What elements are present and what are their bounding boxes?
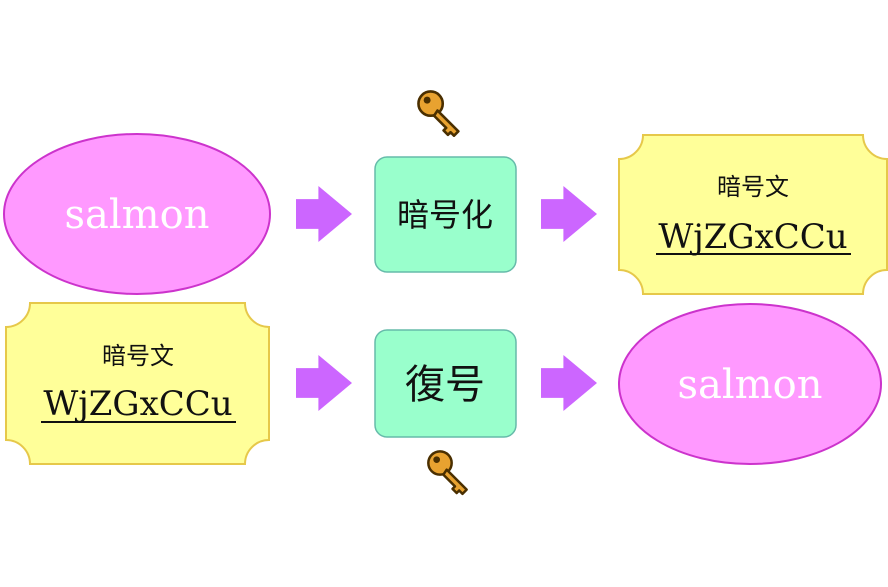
decrypt-process-shape (374, 329, 517, 438)
right-arrow-icon (296, 355, 352, 411)
plaintext-oval-shape (3, 133, 271, 295)
input-ciphertext-scroll: 暗号文 WjZGxCCu (5, 302, 270, 465)
encrypt-label: 暗号化 (397, 196, 493, 234)
decrypt-process-box: 復号 (374, 329, 517, 438)
encrypt-process-box: 暗号化 (374, 156, 517, 273)
key-icon (417, 90, 460, 137)
decrypt-label: 復号 (405, 362, 485, 408)
right-arrow-icon (296, 186, 352, 242)
input-ciphertext-value: WjZGxCCu (43, 384, 232, 424)
plaintext-oval: salmon (3, 133, 271, 295)
decrypted-plaintext-oval: salmon (618, 303, 882, 465)
input-ciphertext-scroll-shape (5, 302, 270, 465)
row-decrypt: 暗号文 WjZGxCCu 復号 salmon (5, 302, 882, 496)
ciphertext-scroll-shape (618, 134, 888, 295)
ciphertext-scroll: 暗号文 WjZGxCCu (618, 134, 888, 295)
encrypt-process-shape (374, 156, 517, 273)
key-icon (427, 450, 468, 496)
input-ciphertext-caption: 暗号文 (102, 342, 174, 370)
decrypted-plaintext-label: salmon (678, 362, 823, 408)
ciphertext-value: WjZGxCCu (658, 217, 847, 257)
row-encrypt: salmon 暗号化 暗号文 WjZGxCCu (3, 90, 888, 295)
right-arrow-icon (541, 186, 597, 242)
right-arrow-icon (541, 355, 597, 411)
ciphertext-caption: 暗号文 (717, 173, 789, 201)
plaintext-label: salmon (65, 192, 210, 238)
decrypted-oval-shape (618, 303, 882, 465)
